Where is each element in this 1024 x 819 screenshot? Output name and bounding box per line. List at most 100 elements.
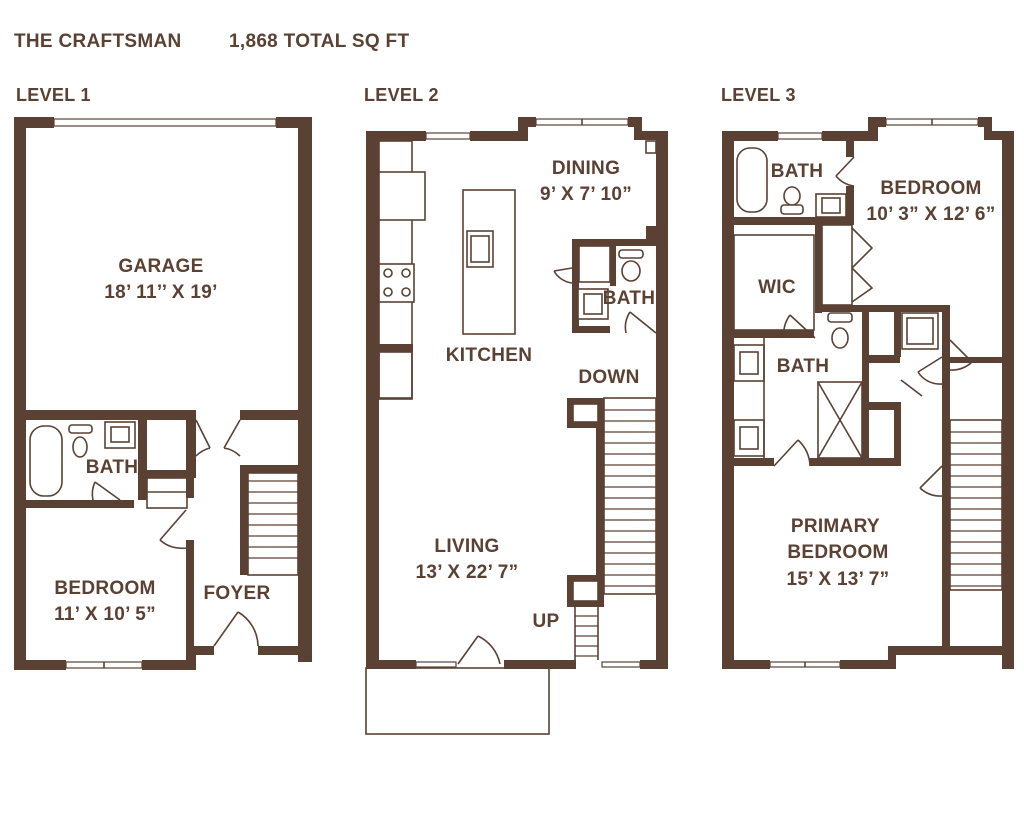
level-1-label: LEVEL 1 (16, 85, 91, 105)
l3-wic-door (789, 314, 816, 339)
l3-primary-name-line2: BEDROOM (787, 542, 888, 563)
l3-wall-north-e (984, 131, 1014, 140)
l2-wall-bath-w (572, 239, 579, 333)
l3-laundry-door (917, 356, 943, 373)
total-area: 1,868 TOTAL SQ FT (229, 31, 410, 52)
l2-wall-bath-mid (610, 246, 616, 286)
l2-wall-south-c (640, 660, 668, 669)
l3-shower (817, 381, 863, 459)
l3-wall-pbath-mid (862, 305, 869, 465)
l3-wall-lin-c (894, 402, 901, 466)
l2-living-name: LIVING (434, 536, 499, 557)
l1-bath-door (94, 481, 121, 501)
l3-wall-north-a (722, 131, 778, 141)
l1-wall-south-a (14, 660, 66, 670)
l3-bath1-door (835, 156, 855, 177)
l1-garage-door-a (195, 419, 211, 449)
l2-wall-north-b (470, 131, 528, 141)
l1-wall-bed-e (186, 540, 194, 646)
l2-kitchen-name: KITCHEN (446, 345, 533, 366)
l3-wall-bath1-s (734, 217, 848, 225)
l3-window-n1 (777, 132, 823, 140)
l3-vanity-2 (733, 419, 765, 457)
l3-wall-north-b (822, 131, 878, 141)
l3-tub (736, 147, 768, 213)
l2-stair-wall (596, 428, 604, 575)
l1-foyer-name: FOYER (204, 583, 271, 604)
l3-wall-lin-a (869, 355, 900, 363)
l2-bath-door (629, 311, 657, 334)
l1-tub (29, 425, 63, 497)
l1-bedroom-size: 11’ X 10’ 5” (54, 604, 156, 625)
l3-wall-primary-n (734, 458, 774, 466)
l1-wall-east (298, 117, 312, 662)
l2-down-label: DOWN (578, 367, 639, 388)
l3-primary-size: 15’ X 13’ 7” (787, 569, 890, 590)
l2-wall-pantry (379, 344, 413, 352)
l3-primary-door (919, 465, 943, 489)
l2-closet-door (553, 267, 573, 272)
l2-fridge (378, 171, 426, 221)
l3-closet-door-b (851, 267, 874, 303)
l2-wall-bath-s (572, 326, 610, 333)
l2-window-n1 (425, 132, 471, 140)
l1-wall-bath-e (138, 420, 147, 500)
l2-dining-name: DINING (552, 158, 620, 179)
l1-bedroom-name: BEDROOM (54, 578, 155, 599)
l2-wall-east (656, 131, 668, 669)
l3-wall-stair-n (950, 357, 1002, 363)
level-3-label: LEVEL 3 (721, 85, 796, 105)
level-1-plan: GARAGE 18’ 11’’ X 19’ BATH BEDROOM 11’ X… (14, 117, 312, 670)
l1-garage-name: GARAGE (118, 256, 203, 277)
l3-wall-stair-w (942, 357, 950, 646)
l3-wall-pbath-e2 (942, 305, 950, 357)
l1-wall-hall-w2 (186, 478, 194, 498)
l3-bedroom-name: BEDROOM (880, 178, 981, 199)
l3-closet-door-a (851, 227, 874, 269)
l3-bedroom-size: 10’ 3” X 12’ 6” (866, 204, 995, 225)
l1-bed-door (159, 509, 187, 541)
l2-stairs-down (603, 397, 657, 595)
l3-toilet-2 (831, 327, 849, 349)
l2-stairs-up (574, 607, 599, 660)
l1-wall-garage-s2 (240, 410, 312, 420)
l1-wall-foyer-s (186, 646, 214, 655)
l3-wall-south-b (840, 660, 896, 669)
l1-wall-closet-n (145, 470, 189, 478)
l1-stairs (247, 472, 299, 576)
l3-wall-south-a (722, 660, 770, 669)
l2-wall-jog-b (634, 117, 642, 139)
l1-garage-door (53, 118, 277, 127)
l1-wall-foyer-se (258, 646, 312, 655)
l1-garage-size: 18’ 11’’ X 19’ (104, 282, 217, 303)
l3-wall-north-c (868, 117, 886, 127)
l2-wall-south-b (504, 660, 576, 669)
l3-wall-south-jog (888, 646, 896, 669)
l1-wall-north-a (14, 117, 54, 128)
l1-wall-west (14, 117, 26, 670)
l3-primary-name-line1: PRIMARY (791, 516, 880, 537)
l2-living-size: 13’ X 22’ 7” (416, 562, 519, 583)
l1-wall-hall-w (186, 410, 196, 478)
l3-bath1-sink (815, 193, 847, 218)
l1-wall-garage-s (14, 410, 196, 420)
l1-bath-name: BATH (86, 457, 139, 478)
l3-primary-name: PRIMARY BEDROOM (787, 516, 888, 563)
l2-wall-north-c (518, 117, 536, 127)
l3-wall-pbath-n (822, 305, 950, 312)
l3-closet (821, 224, 853, 306)
plan-name: THE CRAFTSMAN (14, 31, 182, 52)
l2-wall-bath-n (572, 239, 656, 246)
l3-wall-lin-b (869, 402, 900, 410)
l2-wall-south-a (366, 660, 416, 669)
l2-entry-door (457, 635, 479, 665)
l3-wall-west (722, 131, 734, 669)
l3-wall-bath1-e (846, 141, 854, 157)
l1-garage-door-b (223, 419, 241, 449)
l3-wall-jog-b (984, 117, 992, 139)
level-2-plan: DINING 9’ X 7’ 10” BATH KITCHEN DOWN LIV… (365, 117, 668, 735)
l3-wic-name: WIC (758, 277, 796, 298)
l2-toilet (621, 260, 641, 282)
l3-bath2-name: BATH (777, 356, 830, 377)
l3-wall-bath1-e2 (846, 186, 854, 225)
